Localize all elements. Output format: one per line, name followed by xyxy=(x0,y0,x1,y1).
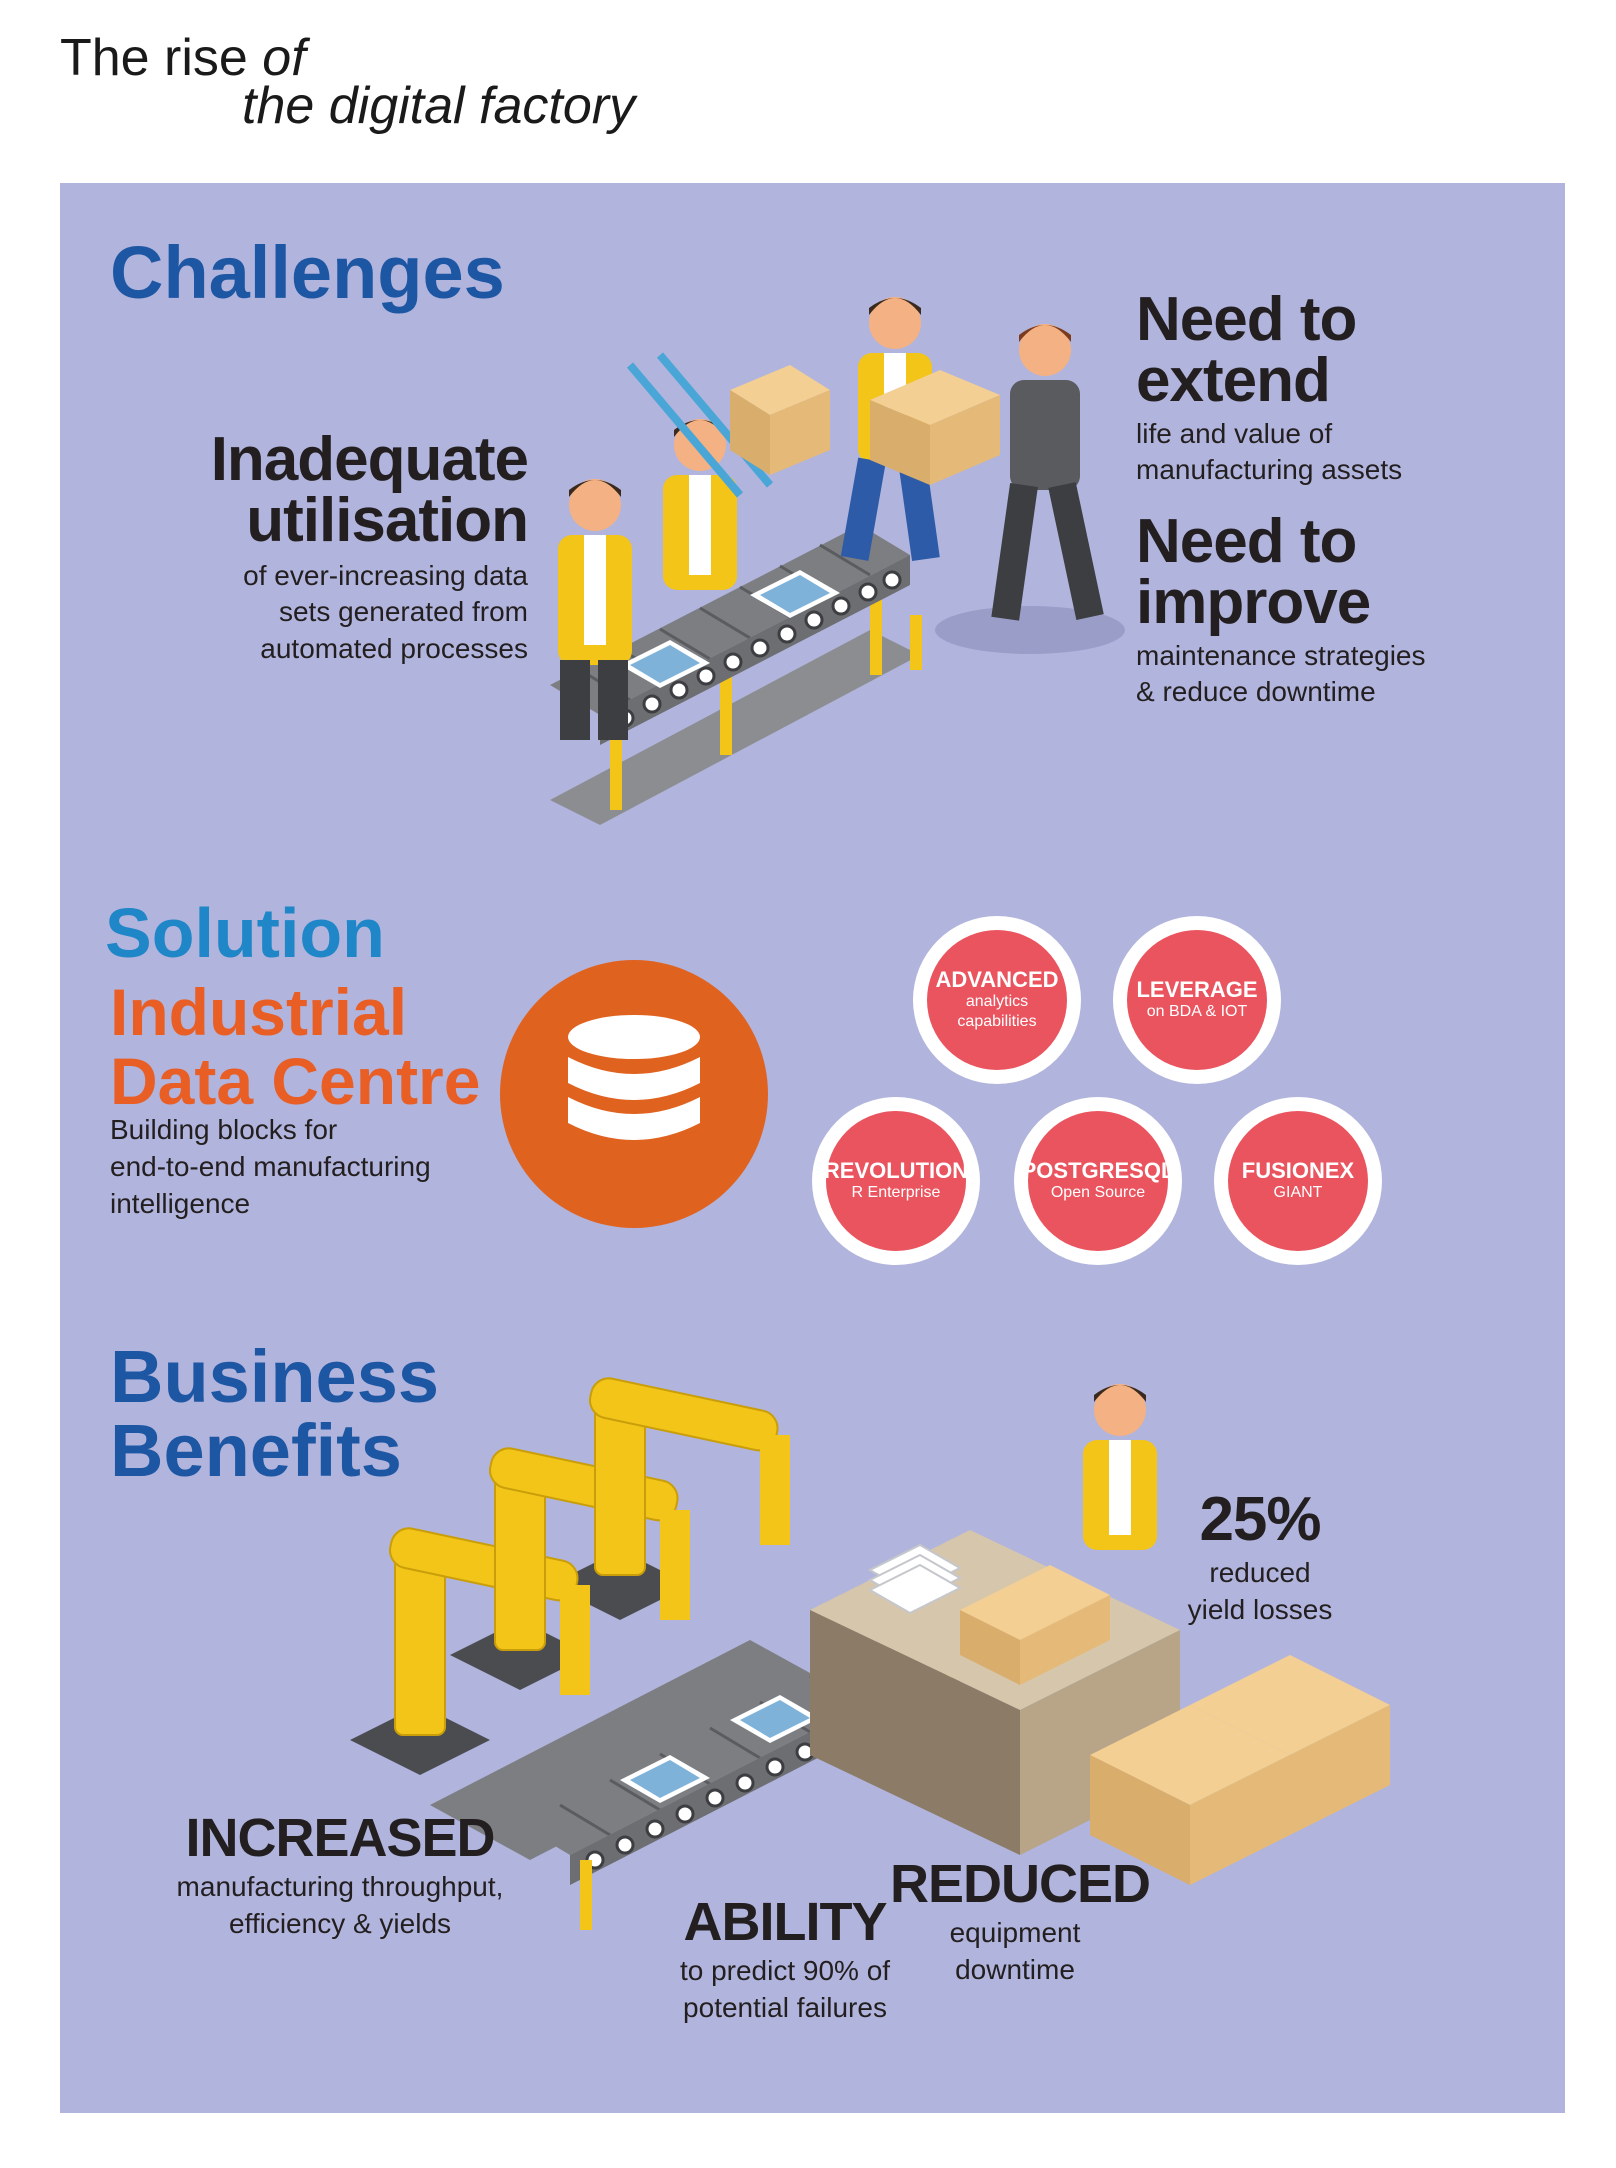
improve-line2: improve xyxy=(1136,567,1371,637)
extend-desc-1: life and value of xyxy=(1136,417,1333,449)
benefits-heading-line1: Business xyxy=(110,1335,440,1418)
conveyor-workers-illustration xyxy=(550,297,1125,825)
reduced-desc-1: equipment xyxy=(949,1916,1081,1948)
inadequate-block: Inadequate utilisation of ever-increasin… xyxy=(130,425,529,668)
improve-desc-2: & reduce downtime xyxy=(1136,676,1376,708)
inadequate-line2: utilisation xyxy=(246,485,529,555)
yield-desc-1: reduced xyxy=(1209,1556,1311,1588)
idc-line2: Data Centre xyxy=(110,1044,481,1119)
factory-robots-illustration xyxy=(350,1377,1390,1930)
badge-leverage: LEVERAGE on BDA & IOT xyxy=(1113,916,1281,1084)
improve-block: Need to improve maintenance strategies &… xyxy=(1136,507,1556,711)
database-icon xyxy=(568,1015,700,1140)
solution-desc: Building blocks for end-to-end manufactu… xyxy=(110,1112,530,1223)
badge-revolution: REVOLUTION R Enterprise xyxy=(812,1097,980,1265)
extend-block: Need to extend life and value of manufac… xyxy=(1136,285,1556,489)
title-part-b: of xyxy=(262,29,306,87)
badge-advanced-title: ADVANCED xyxy=(935,967,1059,993)
badge-advanced: ADVANCED analytics capabilities xyxy=(913,916,1081,1084)
extend-line2: extend xyxy=(1136,345,1331,415)
badge-postgresql: POSTGRESQL Open Source xyxy=(1014,1097,1182,1265)
challenges-heading: Challenges xyxy=(110,231,505,314)
reduced-block: REDUCED equipment downtime xyxy=(890,1854,1151,1989)
ability-desc-2: potential failures xyxy=(683,1991,887,2023)
improve-desc-1: maintenance strategies xyxy=(1136,639,1426,671)
badge-advanced-sub-1: analytics xyxy=(965,992,1029,1010)
solution-desc-2: end-to-end manufacturing xyxy=(110,1150,431,1182)
ability-block: ABILITY to predict 90% of potential fail… xyxy=(655,1892,915,2027)
ability-desc-1: to predict 90% of xyxy=(679,1954,891,1986)
reduced-desc-2: downtime xyxy=(955,1953,1075,1985)
inadequate-desc-3: automated processes xyxy=(260,633,528,665)
title-part-a: The rise xyxy=(60,29,248,87)
page-title: The rise of xyxy=(60,28,306,88)
increased-desc-1: manufacturing throughput, xyxy=(176,1870,504,1902)
increased-title: INCREASED xyxy=(185,1808,495,1868)
benefits-heading: Business Benefits xyxy=(110,1340,439,1488)
badge-postgresql-sub: Open Source xyxy=(1050,1183,1146,1201)
badge-leverage-title: LEVERAGE xyxy=(1136,977,1258,1003)
yield-desc-2: yield losses xyxy=(1187,1593,1333,1625)
ability-title: ABILITY xyxy=(683,1892,888,1952)
badge-revolution-sub: R Enterprise xyxy=(851,1183,941,1201)
industrial-data-centre: Industrial Data Centre xyxy=(110,975,481,1119)
badge-fusionex: FUSIONEX GIANT xyxy=(1214,1097,1382,1265)
inadequate-line1: Inadequate xyxy=(210,425,529,494)
badge-fusionex-title: FUSIONEX xyxy=(1241,1158,1355,1184)
inadequate-desc-2: sets generated from xyxy=(278,596,528,628)
extend-desc-2: manufacturing assets xyxy=(1136,454,1403,486)
increased-block: INCREASED manufacturing throughput, effi… xyxy=(155,1808,525,1943)
yield-value: 25% xyxy=(1199,1485,1321,1554)
badge-fusionex-sub: GIANT xyxy=(1273,1183,1323,1201)
extend-line1: Need to xyxy=(1136,285,1357,354)
solution-desc-3: intelligence xyxy=(110,1187,251,1219)
badge-postgresql-title: POSTGRESQL xyxy=(1021,1158,1175,1184)
increased-desc-2: efficiency & yields xyxy=(228,1907,452,1939)
improve-line1: Need to xyxy=(1136,507,1357,576)
benefits-heading-line2: Benefits xyxy=(110,1409,402,1492)
reduced-title: REDUCED xyxy=(890,1854,1151,1914)
badge-advanced-sub-2: capabilities xyxy=(957,1012,1037,1030)
badge-leverage-sub: on BDA & IOT xyxy=(1146,1002,1248,1020)
inadequate-desc-1: of ever-increasing data xyxy=(243,559,528,591)
idc-line1: Industrial xyxy=(110,975,408,1049)
solution-desc-1: Building blocks for xyxy=(110,1114,338,1145)
badge-revolution-title: REVOLUTION xyxy=(823,1158,969,1184)
page-subtitle: the digital factory xyxy=(242,77,636,135)
yield-block: 25% reduced yield losses xyxy=(1130,1485,1390,1629)
solution-heading: Solution xyxy=(105,894,385,972)
